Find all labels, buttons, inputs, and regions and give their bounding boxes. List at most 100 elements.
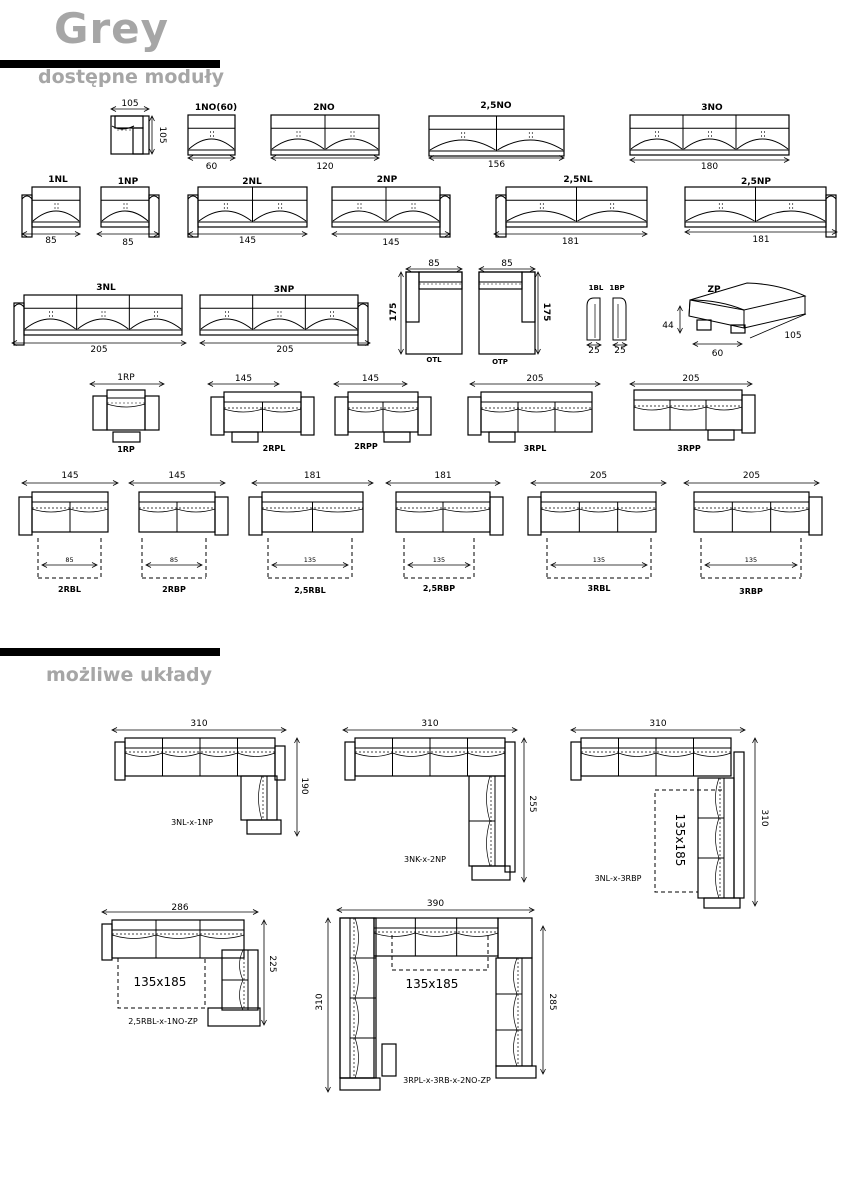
module-2rpl: 145 2RPL (207, 374, 315, 453)
dimension-label: 181 (434, 471, 451, 481)
module-1nl: 1NL 85 (21, 175, 81, 246)
layout-label: 3NL-x-1NP (171, 818, 213, 827)
module-2rbp: 145 85 2RBP (128, 471, 229, 594)
dimension-label: 25 (614, 346, 625, 356)
module-2rpp: 145 2RPP (333, 374, 432, 451)
dimension-label: 135 (304, 556, 316, 564)
dimension-label: 3NP (274, 285, 295, 295)
module-3np: 3NP 205 (199, 285, 371, 355)
dimension-label: 85 (65, 556, 73, 564)
layout-3nl-x-1np: 310 190 3NL-x-1NP (111, 719, 309, 837)
dimension-label: 135 (433, 556, 445, 564)
module-1no: 1NO(60) 60 (187, 103, 237, 172)
dimension-label: 310 (190, 719, 207, 729)
dimension-label: 205 (682, 374, 699, 384)
dimension-label: OTL (426, 356, 442, 364)
dimension-label: 3RBL (588, 584, 611, 593)
module-arm: 105 105 (110, 99, 167, 155)
dimension-label: 2NO (313, 103, 335, 113)
dimension-label: 25 (588, 346, 599, 356)
dimension-label: 205 (90, 345, 107, 355)
dimension-label: 3RPL (524, 444, 547, 453)
dimension-label: 105 (121, 99, 138, 109)
dimension-label: 1NO(60) (195, 103, 237, 113)
module-1rp: 1RP 1RP (89, 373, 165, 454)
layout-label: 3NL-x-3RBP (595, 874, 642, 883)
dimension-label: 3RPP (677, 444, 701, 453)
dimension-label: 2RPL (263, 444, 286, 453)
module-3rbl: 205 135 3RBL (527, 471, 667, 593)
module-25rbl: 181 135 2,5RBL (248, 471, 374, 595)
dimension-label: 145 (362, 374, 379, 384)
layout-label: 3NK-x-2NP (404, 855, 446, 864)
dimension-label: 2,5RBL (294, 586, 326, 595)
dimension-label: 255 (527, 795, 537, 812)
section-title-modules: dostępne moduły (38, 66, 224, 88)
dimension-label: 135x185 (406, 977, 459, 991)
dimension-label: 205 (743, 471, 760, 481)
dimension-label: OTP (492, 358, 508, 366)
dimension-label: 60 (206, 162, 218, 172)
dimension-label: 145 (168, 471, 185, 481)
dimension-label: 225 (267, 955, 277, 972)
dimension-label: 60 (712, 349, 724, 359)
section-title-layouts: możliwe układy (46, 664, 213, 686)
dimension-label: 145 (239, 236, 256, 246)
dimension-label: 2,5NO (480, 101, 511, 111)
dimension-label: 2NL (242, 177, 262, 187)
dimension-label: 205 (590, 471, 607, 481)
dimension-label: 175 (541, 303, 551, 322)
dimension-label: 1NL (48, 175, 68, 185)
dimension-label: 85 (428, 259, 439, 269)
dimension-label: 120 (316, 162, 333, 172)
dimension-label: 205 (276, 345, 293, 355)
dimension-label: 145 (235, 374, 252, 384)
dimension-label: 85 (170, 556, 178, 564)
dimension-label: 85 (45, 236, 56, 246)
module-2nl: 2NL 145 (187, 177, 308, 246)
dimension-label: 190 (299, 777, 309, 794)
dimension-label: 1RP (117, 373, 135, 383)
section-bar-layouts (0, 648, 220, 656)
dimension-label: 105 (784, 331, 801, 341)
dimension-label: 2RPP (354, 442, 378, 451)
dimension-label: 310 (315, 993, 325, 1010)
dimension-label: 2RBP (162, 585, 186, 594)
dimension-label: 285 (547, 993, 557, 1010)
dimension-label: 2,5NP (741, 177, 771, 187)
dimension-label: 180 (701, 162, 718, 172)
dimension-label: 181 (304, 471, 321, 481)
dimension-label: 44 (662, 321, 674, 331)
dimension-label: 181 (562, 237, 579, 247)
dimension-label: 2,5RBP (423, 584, 455, 593)
layout-label: 2,5RBL-x-1NO-ZP (128, 1017, 198, 1026)
layout-3nk-x-2np: 310 255 3NK-x-2NP (342, 719, 537, 883)
dimension-label: 1BP (609, 284, 624, 292)
dimension-label: 156 (488, 160, 505, 170)
dimension-label: 310 (649, 719, 666, 729)
dimension-label: 310 (421, 719, 438, 729)
module-2no: 2NO 120 (270, 103, 380, 172)
dimension-label: 85 (501, 259, 512, 269)
dimension-label: 3RBP (739, 587, 763, 596)
dimension-label: 145 (61, 471, 78, 481)
dimension-label: 1RP (117, 445, 135, 454)
dimension-label: 105 (157, 126, 167, 143)
dimension-label: 2NP (377, 175, 398, 185)
dimension-label: 135 (593, 556, 605, 564)
